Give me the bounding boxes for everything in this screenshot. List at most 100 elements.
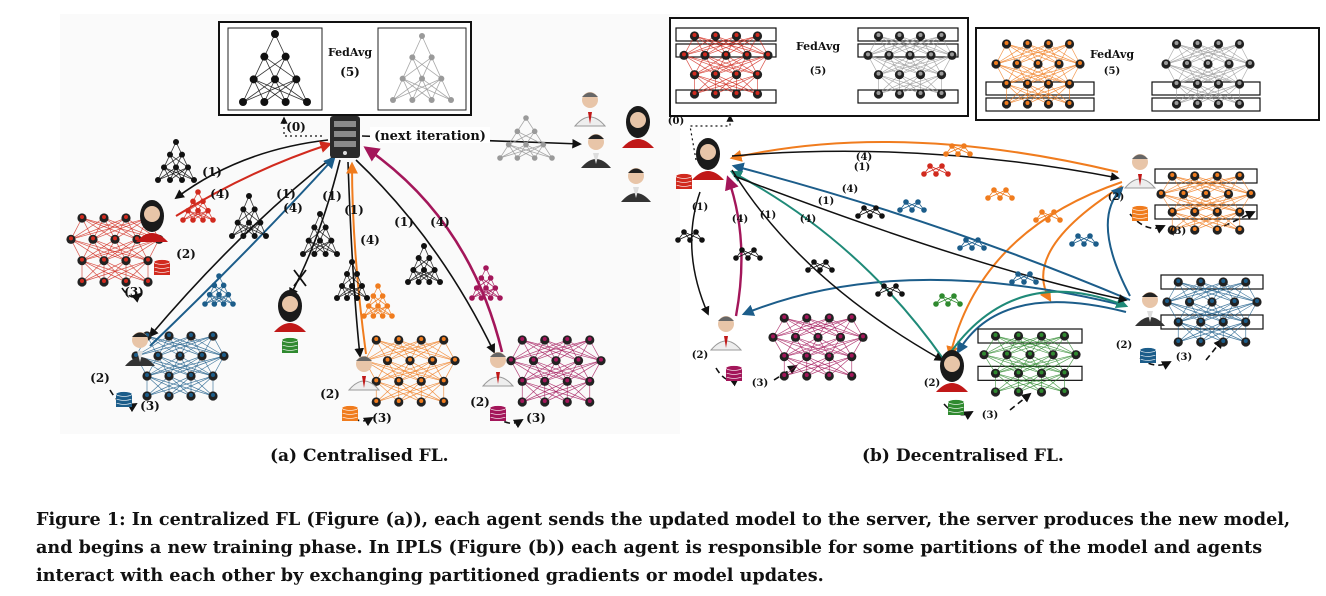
network-edge [1006,83,1028,105]
network-node [317,211,323,217]
network-edge [285,79,297,103]
agent-face [944,356,960,372]
arrow-a-step1-red [174,139,329,200]
chunk-node [957,245,963,251]
network-edge [182,210,199,221]
agent-tie [724,336,728,348]
chunk-node [1033,279,1039,285]
network-edge [522,380,590,403]
network-edge [772,317,830,338]
network-node-highlight [441,337,446,341]
agent-network-orange [360,335,460,407]
arrow-a-step4-red [175,141,333,217]
network-edge [867,35,921,56]
agent-face [700,144,716,160]
network-node [305,237,312,244]
network-node [379,293,386,299]
network-edge [1211,281,1246,303]
agent-network-magenta [506,335,606,407]
network-node-highlight [1067,81,1072,85]
network-edge [1189,281,1246,303]
arrow-b-orange-to-red [729,141,1119,173]
network-node [257,219,264,226]
network-edge [376,381,399,403]
network-edge [533,339,590,361]
network-node-highlight [1016,333,1021,337]
network-node-highlight [1216,101,1221,105]
network-node [173,139,179,145]
network-node [487,275,494,281]
network-node-highlight [849,373,854,377]
network-edge [376,360,433,382]
step-label: (0) [286,120,306,134]
network-edge [920,74,942,95]
network-node-highlight [542,337,547,341]
network-node [419,33,425,39]
network-node-highlight [782,353,787,358]
network-node [281,52,290,61]
network-node-highlight [441,399,446,403]
network-edge [1166,281,1201,303]
chunk-node [1045,217,1051,223]
network-node-highlight [1255,299,1259,303]
loop-arrow-a-0 [109,389,138,413]
network-node [469,295,475,301]
network-edge [471,287,496,299]
network-edge [1223,321,1246,343]
network-edge [204,294,229,305]
network-node-highlight [1237,81,1242,85]
step-label: (2) [90,371,110,385]
chunk-node [985,195,991,201]
network-node [260,52,269,61]
network-edge [190,375,214,397]
network-node-highlight [950,52,954,57]
network-node-highlight [793,334,798,339]
network-node-highlight [441,378,446,383]
network-node-highlight [897,71,902,76]
return-arrow-b-2 [1009,392,1032,411]
network-edge [146,375,214,397]
agent-tie [1138,174,1142,186]
network-edge [421,57,433,79]
network-edge [1176,83,1219,105]
network-edge [983,335,1042,355]
chunk-node [1075,233,1081,239]
network-edge [471,287,487,299]
network-node [191,177,197,183]
network-node-highlight [222,353,226,357]
step-label: (4) [732,214,748,225]
network-edge [146,375,170,397]
arrow-b-blue-to-red [731,162,1131,301]
network-node [497,295,503,301]
chunk-edge [1071,235,1091,245]
network-node-highlight [1039,370,1044,375]
network-edge [1200,321,1246,343]
network-node [370,313,377,319]
network-edge [81,239,116,261]
agent-body [136,233,168,242]
network-node-highlight [419,378,424,383]
network-node-highlight [918,33,923,37]
network-edge [694,74,758,95]
network-edge [522,381,545,403]
network-edge [125,260,149,283]
step-label: (3) [752,378,768,389]
network-node [220,282,227,289]
network-node [190,198,196,205]
network-node-highlight [385,357,390,362]
network-node-highlight [1062,389,1067,393]
step-label: (0) [668,116,684,127]
network-edge [364,339,444,362]
fedavg-partition-bar [675,89,777,104]
network-node-highlight [876,91,881,95]
chunk-node [1015,271,1021,277]
network-node-highlight [1174,101,1179,105]
network-edge [146,355,203,377]
agent-hair [628,168,644,173]
network-edge [1018,373,1065,393]
chunk-node [949,143,955,149]
network-node-highlight [1159,191,1163,195]
network-node [180,217,186,223]
network-edge [376,360,456,382]
database-top [341,405,359,411]
